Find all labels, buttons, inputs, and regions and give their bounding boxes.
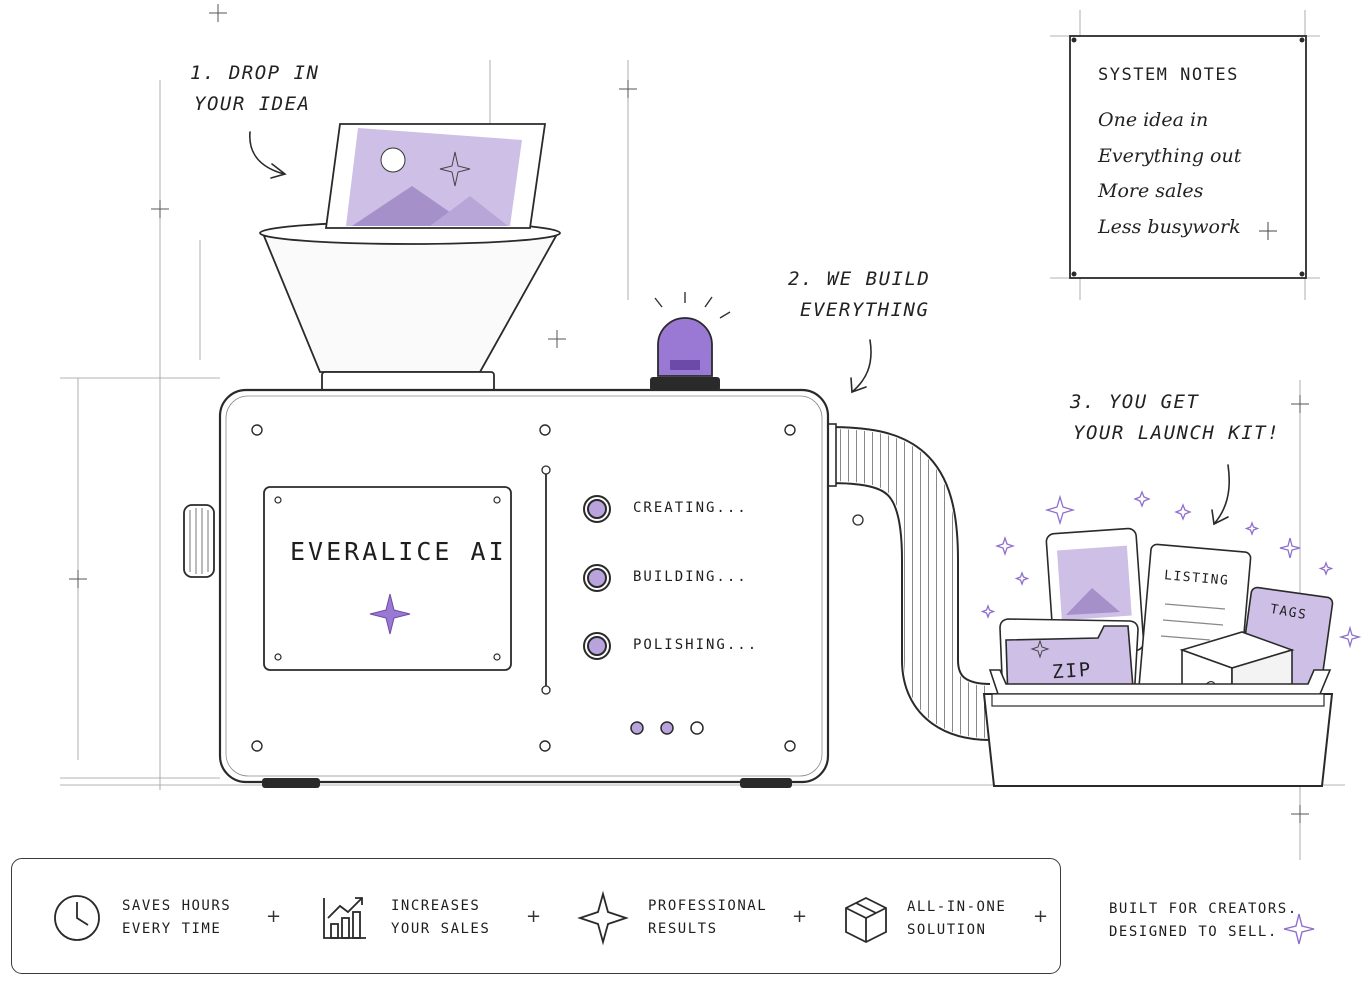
step-get-line1: 3. YOU GET bbox=[1070, 391, 1200, 413]
feature-2-line1: INCREASES bbox=[391, 898, 481, 914]
tagline-sparkle-icon bbox=[1283, 913, 1315, 945]
step-build-line2: EVERYTHING bbox=[800, 299, 930, 321]
feature-all-in-one: ALL-IN-ONE SOLUTION bbox=[907, 896, 1006, 942]
step-get-line2: YOUR LAUNCH KIT! bbox=[1073, 422, 1281, 444]
feature-4-line1: ALL-IN-ONE bbox=[907, 899, 1007, 915]
step-drop-line1: 1. DROP IN bbox=[190, 62, 320, 84]
plus-separator: + bbox=[792, 906, 808, 927]
machine-body bbox=[183, 388, 864, 788]
plus-separator: + bbox=[1033, 906, 1049, 927]
feature-increases-sales: INCREASES YOUR SALES bbox=[391, 895, 490, 941]
hose bbox=[819, 423, 992, 741]
brand-sparkle-icon bbox=[369, 593, 411, 635]
step-drop-label: 1. DROP IN YOUR IDEA bbox=[190, 58, 319, 120]
launch-kit-tray bbox=[982, 527, 1334, 787]
zip-folder bbox=[999, 618, 1139, 701]
status-polishing: POLISHING... bbox=[633, 637, 759, 653]
notes-title: SYSTEM NOTES bbox=[1098, 65, 1239, 85]
feature-1-line2: EVERY TIME bbox=[122, 921, 222, 937]
notes-line-3: More sales bbox=[1098, 180, 1204, 202]
notes-line-1: One idea in bbox=[1098, 109, 1209, 131]
feature-bar bbox=[11, 858, 1061, 974]
status-building: BUILDING... bbox=[633, 569, 748, 585]
feature-4-line2: SOLUTION bbox=[907, 922, 987, 938]
guide-crosses bbox=[69, 4, 1309, 823]
zip-label: ZIP bbox=[1051, 658, 1094, 684]
step-build-line1: 2. WE BUILD bbox=[788, 268, 931, 290]
side-knob bbox=[183, 504, 215, 578]
brand-screen bbox=[263, 486, 512, 671]
status-creating: CREATING... bbox=[633, 500, 748, 516]
feature-2-line2: YOUR SALES bbox=[391, 921, 491, 937]
plus-separator: + bbox=[526, 906, 542, 927]
clock-icon bbox=[54, 895, 100, 941]
box-icon bbox=[845, 896, 887, 944]
funnel bbox=[259, 221, 561, 395]
step-get-label: 3. YOU GET YOUR LAUNCH KIT! bbox=[1070, 387, 1280, 449]
tagline-line2: DESIGNED TO SELL. bbox=[1109, 924, 1278, 940]
system-notes-card bbox=[1069, 35, 1307, 279]
feature-1-line1: SAVES HOURS bbox=[122, 898, 232, 914]
plus-separator: + bbox=[266, 906, 282, 927]
decorative-sparkles-icon bbox=[980, 490, 1362, 649]
step-build-label: 2. WE BUILD EVERYTHING bbox=[788, 264, 930, 326]
sparkle-icon bbox=[577, 890, 629, 946]
feature-3-line1: PROFESSIONAL bbox=[648, 898, 768, 914]
feature-saves-hours: SAVES HOURS EVERY TIME bbox=[122, 895, 231, 941]
chart-icon bbox=[323, 897, 366, 939]
feature-3-line2: RESULTS bbox=[648, 921, 718, 937]
tagline: BUILT FOR CREATORS. DESIGNED TO SELL. bbox=[1109, 898, 1298, 944]
notes-line-2: Everything out bbox=[1098, 145, 1242, 167]
tagline-line1: BUILT FOR CREATORS. bbox=[1109, 901, 1298, 917]
feature-professional-results: PROFESSIONAL RESULTS bbox=[648, 895, 767, 941]
step-drop-line2: YOUR IDEA bbox=[194, 93, 311, 115]
idea-image-card bbox=[324, 123, 547, 229]
annotation-arrows bbox=[249, 131, 1231, 526]
notes-line-4: Less busywork bbox=[1098, 216, 1241, 238]
beacon-light bbox=[650, 292, 731, 391]
brand-name: EVERALICE AI bbox=[290, 537, 507, 566]
